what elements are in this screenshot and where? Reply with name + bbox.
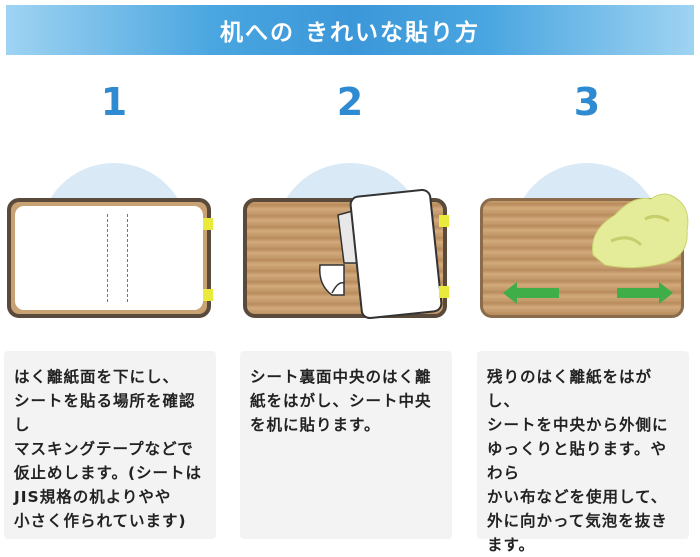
fold-line-icon <box>107 214 108 302</box>
step-description-box: 残りのはく離紙をはがし、 シートを中央から外側に ゆっくりと貼ります。やわら か… <box>477 351 689 554</box>
step-description: シート裏面中央のはく離 紙をはがし、シート中央 を机に貼ります。 <box>250 368 432 434</box>
page-title: 机への きれいな貼り方 <box>219 20 480 46</box>
fold-line-icon <box>127 214 128 302</box>
peeling-sheet-illustration <box>319 188 443 320</box>
sheet-illustration <box>15 206 203 310</box>
step-3: 3 残りのはく離紙をはがし、 シートを中央から外側に ゆっくりと貼ります。やわら… <box>475 60 699 554</box>
step-description: 残りのはく離紙をはがし、 シートを中央から外側に ゆっくりと貼ります。やわら か… <box>487 368 669 554</box>
cloth-icon <box>591 193 689 269</box>
step-description-box: シート裏面中央のはく離 紙をはがし、シート中央 を机に貼ります。 <box>240 351 452 539</box>
desk-illustration <box>7 198 211 318</box>
masking-tape-icon <box>203 218 213 230</box>
step-1: 1 はく離紙面を下にし、 シートを貼る場所を確認し マスキングテープなどで 仮止… <box>2 60 226 539</box>
step-number: 3 <box>573 80 601 124</box>
arrow-right-icon <box>617 282 673 304</box>
step-number: 1 <box>100 80 128 124</box>
masking-tape-icon <box>439 215 449 227</box>
step-description-box: はく離紙面を下にし、 シートを貼る場所を確認し マスキングテープなどで 仮止めし… <box>4 351 216 539</box>
step-description: はく離紙面を下にし、 シートを貼る場所を確認し マスキングテープなどで 仮止めし… <box>14 368 203 530</box>
step-number: 2 <box>336 80 364 124</box>
masking-tape-icon <box>439 286 449 298</box>
arrow-left-icon <box>503 282 559 304</box>
title-banner: 机への きれいな貼り方 <box>6 5 694 55</box>
step-2: 2 シート裏面中央のはく離 紙をはがし、シート中央 を机に貼ります。 <box>238 60 462 539</box>
masking-tape-icon <box>203 289 213 301</box>
